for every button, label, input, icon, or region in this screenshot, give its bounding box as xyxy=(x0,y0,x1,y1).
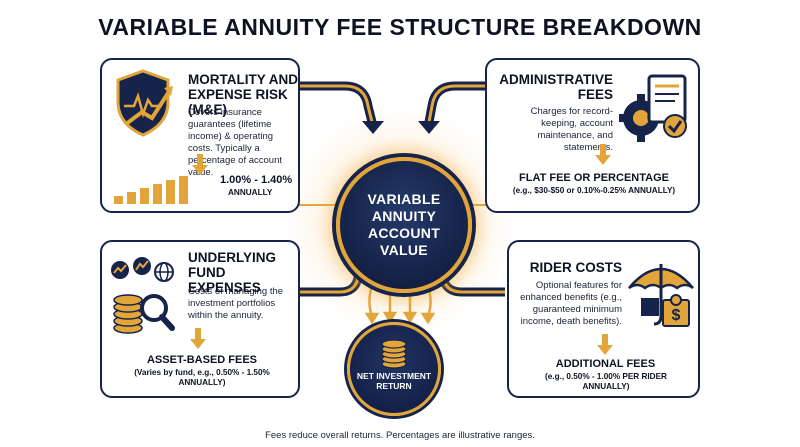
arrow-head-administrative xyxy=(418,121,440,134)
shield-chart-icon xyxy=(116,69,173,137)
card-mortality: MORTALITY AND EXPENSE RISK (M&E) Covers … xyxy=(100,58,300,213)
fund-fee-sub: (Varies by fund, e.g., 0.50% - 1.50% ANN… xyxy=(134,368,270,387)
mortality-fee-sub: ANNUALLY xyxy=(228,188,273,197)
fund-fee: ASSET-BASED FEES xyxy=(146,354,258,366)
svg-text:$: $ xyxy=(672,307,681,324)
rider-fee-sub: (e.g., 0.50% - 1.00% PER RIDER ANNUALLY) xyxy=(545,372,667,391)
footer-note: Fees reduce overall returns. Percentages… xyxy=(265,430,535,441)
net-return-node: NET INVESTMENT RETURN xyxy=(347,322,441,416)
mortality-fee: 1.00% - 1.40% xyxy=(220,174,293,186)
gear-document-icon xyxy=(619,74,687,142)
rider-fee: ADDITIONAL FEES xyxy=(555,358,656,370)
administrative-description: Charges for record-keeping, account main… xyxy=(530,106,613,153)
arrow-down-icon xyxy=(595,144,611,165)
page-title: VARIABLE ANNUITY FEE STRUCTURE BREAKDOWN xyxy=(98,14,702,40)
fund-title: UNDERLYING FUND EXPENSES xyxy=(188,250,277,295)
arrow-head-mortality xyxy=(362,121,384,134)
mortality-title: MORTALITY AND EXPENSE RISK (M&E) xyxy=(188,72,298,117)
administrative-fee: FLAT FEE OR PERCENTAGE xyxy=(519,172,669,184)
administrative-fee-sub: (e.g., $30-$50 or 0.10%-0.25% ANNUALLY) xyxy=(512,186,676,195)
fund-description: Costs of managing the investment portfol… xyxy=(188,286,284,321)
card-rider: RIDER COSTS Optional features for enhanc… xyxy=(507,240,700,398)
umbrella-puzzle-icon: $ xyxy=(628,264,694,327)
rider-description: Optional features for enhanced benefits … xyxy=(520,280,622,327)
coins-magnifier-icon xyxy=(111,257,175,334)
card-administrative: ADMINISTRATIVE FEES Charges for record-k… xyxy=(485,58,700,213)
card-fund: UNDERLYING FUND EXPENSES Costs of managi… xyxy=(100,240,300,398)
arrow-down-icon xyxy=(597,334,613,355)
account-value-hub: VARIABLE ANNUITY ACCOUNT VALUE xyxy=(336,157,472,293)
bar-growth-icon xyxy=(114,176,188,204)
coin-stack-icon xyxy=(381,339,407,369)
net-return-label: NET INVESTMENT RETURN xyxy=(356,371,432,391)
rider-title: RIDER COSTS xyxy=(529,260,622,275)
administrative-title: ADMINISTRATIVE FEES xyxy=(499,72,613,102)
arrow-down-icon xyxy=(190,328,206,349)
arrow-down-icon xyxy=(192,154,208,175)
hub-label: VARIABLE ANNUITY ACCOUNT VALUE xyxy=(367,191,441,258)
